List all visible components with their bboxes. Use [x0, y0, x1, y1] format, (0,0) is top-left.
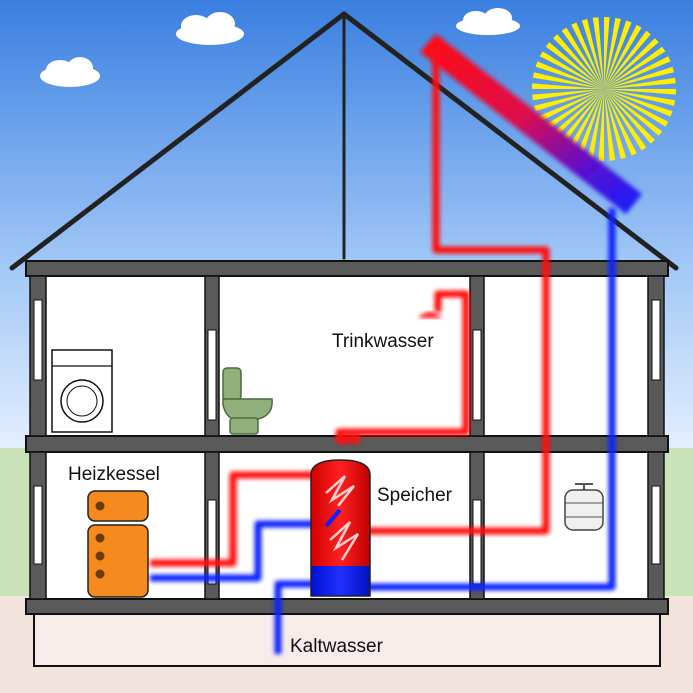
- sun-icon: [532, 17, 676, 161]
- sun-ray: [604, 17, 621, 89]
- sun-ray: [587, 89, 604, 161]
- sun-ray: [604, 17, 610, 89]
- sun-ray: [539, 51, 604, 89]
- cloud-icon: [40, 57, 100, 87]
- sun-ray: [535, 61, 604, 89]
- cloud-icon: [176, 12, 244, 45]
- sun-ray: [604, 89, 637, 156]
- washing-machine-icon: [51, 349, 113, 433]
- sun-ray: [571, 22, 604, 89]
- sun-ray: [553, 34, 604, 89]
- cloud-icon: [456, 8, 520, 35]
- sun-ray: [604, 77, 676, 89]
- sun-ray: [542, 89, 604, 132]
- sun-ray: [604, 38, 659, 89]
- sun-ray: [604, 20, 632, 89]
- sun-ray: [592, 17, 604, 90]
- sun-ray: [566, 89, 604, 154]
- sun-ray: [557, 89, 604, 148]
- sun-ray: [604, 56, 671, 89]
- sun-ray: [604, 89, 676, 106]
- boiler-icon: [87, 490, 149, 598]
- expansion-vessel-icon: [564, 483, 604, 531]
- hot-pipes: [150, 54, 550, 567]
- solar-panel-icon: [420, 34, 642, 214]
- sun-ray: [604, 24, 642, 89]
- sun-ray: [545, 42, 604, 89]
- label-speicher: Speicher: [377, 485, 453, 506]
- sun-ray: [604, 89, 669, 127]
- label-heizkessel: Heizkessel: [68, 464, 160, 485]
- storage-tank-icon: [310, 459, 371, 597]
- sun-ray: [604, 66, 674, 89]
- sun-ray: [532, 83, 604, 89]
- sun-ray: [532, 72, 604, 89]
- sun-ray: [604, 46, 666, 89]
- sun-ray: [604, 89, 627, 159]
- sun-ray: [532, 89, 604, 101]
- shower-head-icon: [418, 312, 442, 318]
- sun-ray: [604, 89, 647, 151]
- sun-ray: [604, 89, 676, 95]
- toilet-icon: [222, 367, 273, 435]
- sun-ray: [598, 89, 604, 161]
- sun-ray: [549, 89, 604, 140]
- roof: [9, 11, 679, 271]
- label-kaltwasser: Kaltwasser: [290, 636, 384, 657]
- sun-ray: [604, 89, 655, 144]
- sun-ray: [561, 27, 604, 90]
- sun-ray: [604, 89, 673, 117]
- sun-ray: [534, 89, 604, 112]
- label-trinkwasser: Trinkwasser: [332, 331, 434, 352]
- sun-ray: [604, 89, 616, 161]
- sun-ray: [576, 89, 604, 158]
- sun-ray: [581, 19, 604, 89]
- sun-ray: [604, 89, 663, 136]
- sun-ray: [537, 89, 604, 122]
- sun-ray: [604, 30, 651, 89]
